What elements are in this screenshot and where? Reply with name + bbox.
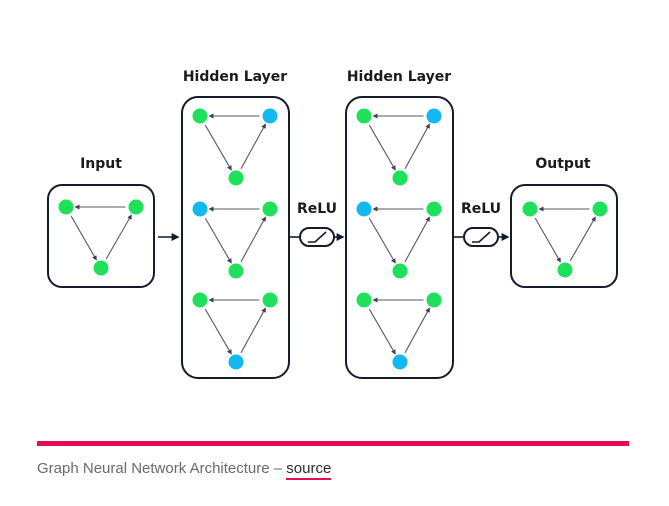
green-node bbox=[356, 292, 372, 308]
caption-text: Graph Neural Network Architecture – bbox=[37, 460, 287, 477]
figure-caption: Graph Neural Network Architecture – sour… bbox=[37, 460, 332, 480]
graph-edge bbox=[368, 308, 396, 355]
relu-activation-1 bbox=[299, 227, 335, 247]
graph-edge bbox=[569, 216, 596, 262]
gnn-architecture-diagram: Input Hidden Layer Hidden Layer ReLU ReL… bbox=[47, 69, 618, 379]
graph-edge bbox=[70, 215, 97, 261]
green-node bbox=[228, 263, 244, 279]
blue-node bbox=[392, 354, 408, 370]
graph-edge bbox=[204, 308, 232, 355]
graph-edge bbox=[204, 124, 232, 171]
graph-edge bbox=[404, 123, 430, 170]
relu-activation-2 bbox=[463, 227, 499, 247]
green-node bbox=[262, 201, 278, 217]
green-node bbox=[557, 262, 573, 278]
green-node bbox=[356, 108, 372, 124]
hidden-layer-2-box bbox=[345, 96, 454, 379]
graph-edge bbox=[534, 217, 561, 263]
graph-edge bbox=[368, 124, 396, 171]
green-node bbox=[392, 263, 408, 279]
green-node bbox=[262, 292, 278, 308]
blue-node bbox=[426, 108, 442, 124]
relu-curve-icon-1 bbox=[308, 231, 327, 243]
blue-node bbox=[192, 201, 208, 217]
green-node bbox=[426, 201, 442, 217]
graphs-layer bbox=[58, 108, 608, 370]
relu-label-2: ReLU bbox=[461, 201, 501, 217]
relu-label-1: ReLU bbox=[297, 201, 337, 217]
green-node bbox=[128, 199, 144, 215]
hidden1-graph-3 bbox=[192, 292, 278, 370]
blue-node bbox=[228, 354, 244, 370]
graph-edge bbox=[404, 307, 430, 354]
hidden1-graph-2 bbox=[192, 201, 278, 279]
hidden2-graph-3 bbox=[356, 292, 442, 370]
input-graph bbox=[58, 199, 144, 276]
hidden-layer-2-label: Hidden Layer bbox=[347, 69, 451, 85]
graph-edge bbox=[404, 216, 430, 263]
graph-edge bbox=[105, 214, 132, 260]
graph-edge bbox=[240, 216, 266, 263]
blue-node bbox=[356, 201, 372, 217]
green-node bbox=[192, 292, 208, 308]
input-layer-box bbox=[47, 184, 155, 288]
output-label: Output bbox=[535, 156, 591, 172]
green-node bbox=[392, 170, 408, 186]
green-node bbox=[522, 201, 538, 217]
graph-edge bbox=[204, 217, 232, 264]
graph-edge bbox=[240, 307, 266, 354]
graph-edge bbox=[368, 217, 396, 264]
output-graph bbox=[522, 201, 608, 278]
green-node bbox=[58, 199, 74, 215]
hidden1-graph-1 bbox=[192, 108, 278, 186]
green-node bbox=[93, 260, 109, 276]
green-node bbox=[228, 170, 244, 186]
green-node bbox=[192, 108, 208, 124]
relu-curve-icon-2 bbox=[472, 231, 491, 243]
accent-rule bbox=[37, 441, 629, 446]
output-layer-box bbox=[510, 184, 618, 288]
blue-node bbox=[262, 108, 278, 124]
hidden-layer-1-label: Hidden Layer bbox=[183, 69, 287, 85]
graph-edge bbox=[240, 123, 266, 170]
hidden2-graph-1 bbox=[356, 108, 442, 186]
green-node bbox=[426, 292, 442, 308]
hidden2-graph-2 bbox=[356, 201, 442, 279]
caption-source-link[interactable]: source bbox=[286, 460, 332, 480]
input-label: Input bbox=[80, 156, 122, 172]
green-node bbox=[592, 201, 608, 217]
hidden-layer-1-box bbox=[181, 96, 290, 379]
